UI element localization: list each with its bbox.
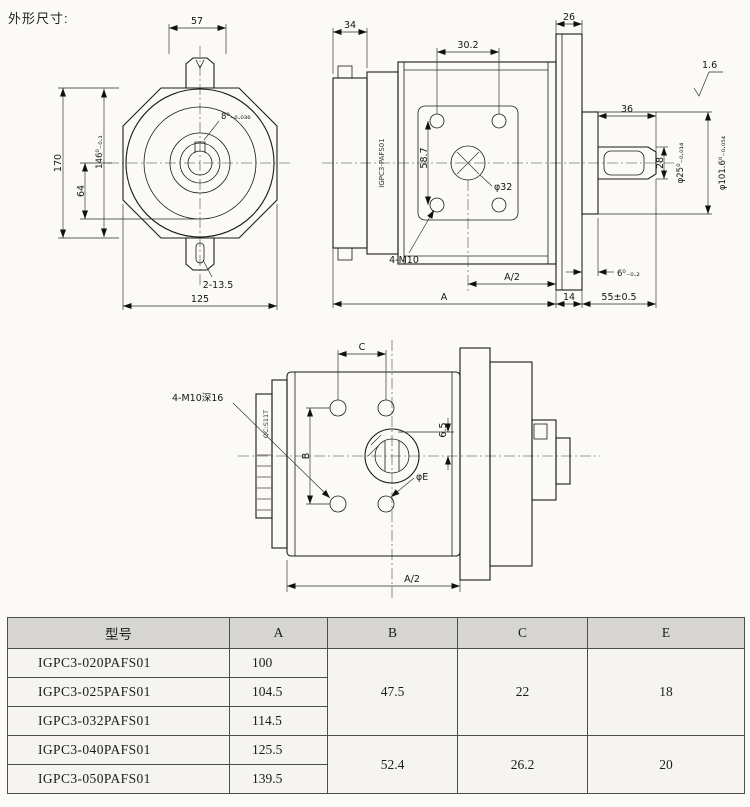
dim-36: 36 (621, 104, 633, 115)
hub-circle (169, 132, 231, 194)
dim-55: 55±0.5 (601, 292, 636, 303)
body-circle (143, 106, 257, 220)
seal-circle (179, 142, 221, 184)
top-tab-notch (195, 59, 205, 69)
dim-64: 64 (76, 185, 87, 197)
shaft-key (603, 150, 645, 176)
key-detail (533, 423, 548, 440)
model-cell: IGPC3-040PAFS01 (7, 735, 230, 765)
header-model: 型号 (7, 617, 230, 649)
dim-phi25: φ25⁰₋₀.₀₁₄ (676, 142, 686, 183)
pilot-boss (581, 111, 599, 215)
table-row: IGPC3-050PAFS01 139.5 (7, 764, 745, 794)
keyway (194, 141, 206, 153)
nameplate (255, 393, 273, 519)
bolt-hole (377, 399, 395, 417)
a-cell: 104.5 (229, 677, 328, 707)
shaft (598, 146, 657, 180)
bottom-mounting-tab (185, 238, 215, 271)
dim-6: 6⁰₋₀.₂ (617, 269, 640, 279)
rear-plate (271, 379, 288, 549)
mounting-flange (555, 33, 583, 291)
body-label: IGPC3-PAFS01 (378, 138, 386, 187)
dim-26: 26 (563, 12, 575, 23)
thread-note: 4-M10深16 (172, 393, 223, 404)
pilot-circle (125, 88, 275, 238)
bolt-head-bottom (337, 247, 353, 261)
roughness-value: 1.6 (702, 60, 717, 71)
bolt-hole (377, 495, 395, 513)
a-cell: 125.5 (229, 735, 328, 765)
page-title: 外形尺寸: (8, 11, 69, 26)
shaft-stub (555, 437, 571, 485)
pump-body (286, 371, 461, 557)
table-row: IGPC3-020PAFS01 100 47.5 22 18 (7, 648, 745, 736)
bolt-hole (429, 197, 445, 213)
dim-30-2: 30.2 (457, 40, 478, 51)
c-cell-group2: 26.2 (457, 735, 588, 794)
dim-146: 146⁰₋₀.₁ (95, 135, 105, 169)
model-cell: IGPC3-025PAFS01 (7, 677, 230, 707)
dimension-drawing: 57 170 146⁰₋₀.₁ 64 8⁰₋₀.₀₃₆ 2-13.5 125 (53, 12, 728, 600)
bearing-hub (531, 419, 557, 501)
model-cell: IGPC3-032PAFS01 (7, 706, 230, 736)
dim-34: 34 (344, 20, 356, 31)
bolt-hole (491, 197, 507, 213)
table-row: IGPC3-025PAFS01 104.5 (7, 677, 745, 707)
spec-table: 型号 A B C E IGPC3-020PAFS01 100 47.5 22 1… (7, 617, 745, 794)
dim-a-half: A/2 (404, 574, 420, 585)
dim-14: 14 (563, 292, 575, 303)
dim-4m10: 4-M10 (389, 255, 419, 266)
table-row: IGPC3-040PAFS01 125.5 52.4 26.2 20 (7, 735, 745, 794)
dim-58-7: 58.7 (419, 147, 430, 168)
dim-phiE: φE (416, 472, 428, 483)
shaft-circle (187, 150, 213, 176)
mounting-slot (195, 242, 205, 264)
dim-c: C (359, 342, 366, 353)
bolt-hole (329, 399, 347, 417)
flange-outline (122, 87, 278, 239)
model-cell: IGPC3-020PAFS01 (7, 648, 230, 678)
e-cell-group2: 20 (587, 735, 745, 794)
header-e: E (587, 617, 745, 649)
dim-125: 125 (191, 294, 209, 305)
dim-57: 57 (191, 16, 203, 27)
top-mounting-tab (185, 57, 215, 88)
dim-a: A (441, 292, 448, 303)
a-cell: 139.5 (229, 764, 328, 794)
b-cell-group1: 47.5 (327, 648, 458, 736)
flange-plate (459, 347, 491, 581)
roughness-symbol (693, 71, 723, 97)
dim-170: 170 (53, 154, 64, 172)
side-view: IGPC3-PAFS01 34 26 30.2 58.7 φ32 4-M10 A… (322, 12, 728, 308)
nameplate-text: QC:S11T (262, 410, 270, 438)
bolt-hole (429, 113, 445, 129)
c-cell-group1: 22 (457, 648, 588, 736)
bolt-hole (491, 113, 507, 129)
dim-phi32: φ32 (494, 182, 512, 193)
a-cell: 114.5 (229, 706, 328, 736)
dim-keyway: 8⁰₋₀.₀₃₆ (221, 112, 251, 122)
e-cell-group1: 18 (587, 648, 745, 736)
header-a: A (229, 617, 328, 649)
table-header-row: 型号 A B C E (7, 617, 745, 649)
bolt-hole (329, 495, 347, 513)
dim-phi101: φ101.6⁰₋₀.₀₅₄ (718, 135, 728, 190)
dim-a-half: A/2 (504, 272, 520, 283)
b-cell-group2: 52.4 (327, 735, 458, 794)
bolt-head-top (337, 65, 353, 79)
front-cover (489, 361, 533, 567)
model-cell: IGPC3-050PAFS01 (7, 764, 230, 794)
port-outer-circle (364, 428, 420, 484)
a-cell: 100 (229, 648, 328, 678)
dim-b: B (301, 453, 312, 460)
rear-view: QC:S11T C B 6.5 φE 4-M10深16 (172, 340, 600, 600)
dim-6-5: 6.5 (438, 422, 449, 437)
header-b: B (327, 617, 458, 649)
front-view: 57 170 146⁰₋₀.₁ 64 8⁰₋₀.₀₃₆ 2-13.5 125 (53, 16, 292, 310)
port-inner-circle (374, 438, 410, 474)
dim-slots: 2-13.5 (203, 280, 234, 291)
dim-28: 28 (655, 157, 666, 169)
header-c: C (457, 617, 588, 649)
